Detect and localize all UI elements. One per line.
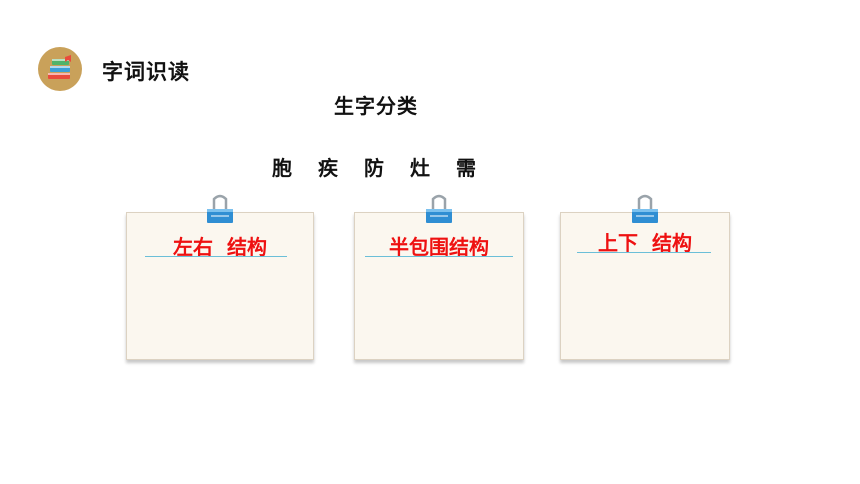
card-label: 半包围结构: [389, 235, 489, 259]
card-underline: [577, 252, 711, 253]
card-label: 左右 结构: [173, 235, 267, 259]
card-label: 上下 结构: [598, 231, 692, 255]
binder-clip-icon: [203, 194, 237, 228]
card-underline: [365, 256, 513, 257]
character-list: 胞 疾 防 灶 需: [272, 152, 476, 180]
binder-clip-icon: [422, 194, 456, 228]
card-half-enclosed: 半包围结构: [354, 194, 524, 360]
card-underline: [145, 256, 287, 257]
character-item: 灶: [410, 156, 430, 180]
character-item: 需: [456, 156, 476, 180]
character-item: 胞: [272, 156, 292, 180]
section-title: 字词识读: [102, 60, 190, 84]
card-top-bottom: 上下 结构: [560, 194, 730, 360]
binder-clip-icon: [628, 194, 662, 228]
character-item: 疾: [318, 156, 338, 180]
books-icon: [38, 47, 82, 91]
card-left-right: 左右 结构: [126, 194, 314, 360]
sub-title: 生字分类: [334, 94, 418, 118]
character-item: 防: [364, 156, 384, 180]
